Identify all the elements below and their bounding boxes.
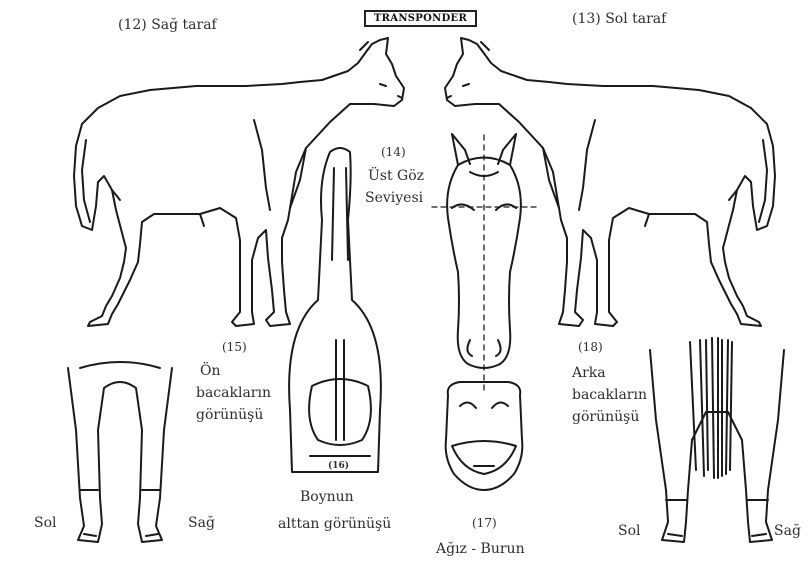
muzzle-text: Ağız - Burun <box>436 540 525 558</box>
left-side-label: (13) Sol taraf <box>572 10 666 28</box>
front-legs-line3: görünüşü <box>196 406 263 424</box>
muzzle-number: (17) <box>472 514 497 532</box>
hind-legs-sag-label: Sağ <box>774 522 801 540</box>
hind-legs-number: (18) <box>578 338 603 356</box>
transponder-badge: TRANSPONDER <box>364 10 477 27</box>
right-side-label: (12) Sağ taraf <box>118 16 217 34</box>
muzzle-drawing <box>446 382 523 490</box>
eye-level-line1: Üst Göz <box>368 167 424 185</box>
horse-right-side-drawing <box>74 38 404 326</box>
neck-view-line1: Boynun <box>300 488 354 506</box>
hind-legs-sol-label: Sol <box>618 522 641 540</box>
front-legs-sag-label: Sağ <box>188 514 215 532</box>
neck-view-marker: (16) <box>328 457 349 475</box>
front-legs-line1: Ön <box>200 362 221 380</box>
eye-level-line2: Seviyesi <box>365 189 423 207</box>
neck-view-line2: alttan görünüşü <box>278 515 391 533</box>
horse-left-side-drawing <box>445 38 775 326</box>
eye-level-number: (14) <box>381 143 406 161</box>
hind-legs-line2: bacakların <box>572 386 647 404</box>
front-legs-number: (15) <box>222 338 247 356</box>
hind-legs-line1: Arka <box>572 364 606 382</box>
hind-legs-drawing <box>650 338 784 542</box>
front-legs-sol-label: Sol <box>34 514 57 532</box>
hind-legs-line3: görünüşü <box>572 408 639 426</box>
front-legs-line2: bacakların <box>196 384 271 402</box>
front-legs-drawing <box>68 362 172 542</box>
